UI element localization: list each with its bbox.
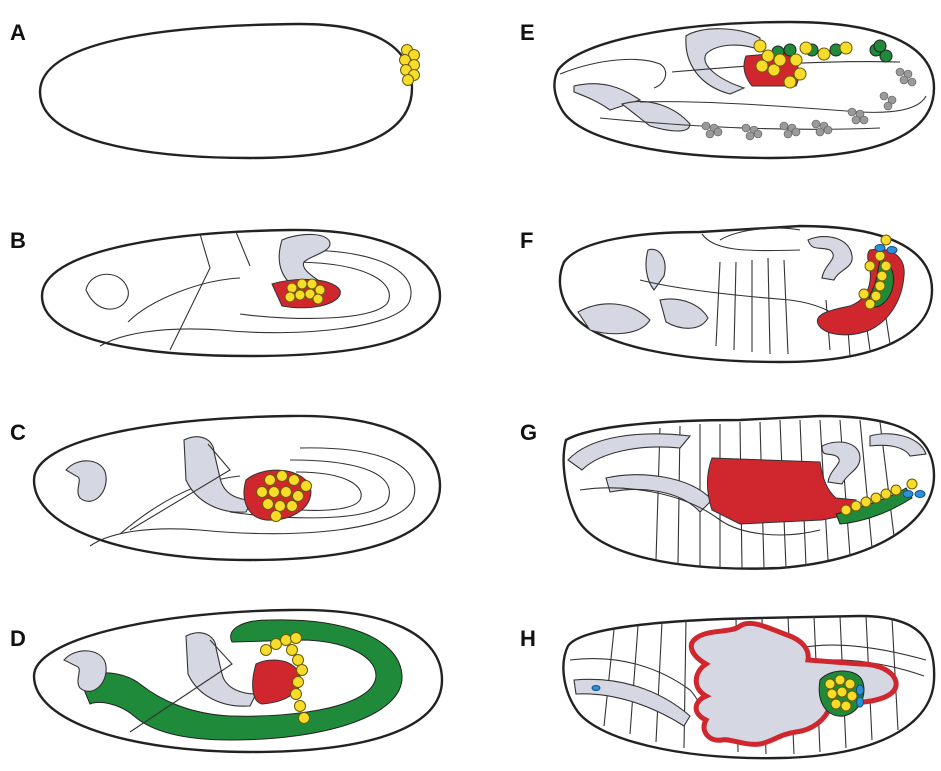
panel-label-c: C xyxy=(10,420,26,445)
embryo-outline-a xyxy=(40,24,412,158)
panel-e: E xyxy=(520,20,934,158)
panel-label-b: B xyxy=(10,228,26,253)
pole-cells-a xyxy=(400,45,420,86)
panel-c: C xyxy=(10,416,440,560)
panel-h: H xyxy=(520,616,934,758)
panel-label-f: F xyxy=(520,228,533,253)
panel-label-g: G xyxy=(520,420,537,445)
panel-label-h: H xyxy=(520,626,536,651)
panel-d: D xyxy=(10,610,442,752)
embryo-outline-b xyxy=(42,230,440,356)
panel-label-e: E xyxy=(520,20,535,45)
panel-f: F xyxy=(520,226,932,362)
panel-b: B xyxy=(10,228,440,356)
panel-label-a: A xyxy=(10,20,26,45)
panel-label-d: D xyxy=(10,626,26,651)
panel-a: A xyxy=(10,20,420,158)
panel-g: G xyxy=(520,416,934,569)
